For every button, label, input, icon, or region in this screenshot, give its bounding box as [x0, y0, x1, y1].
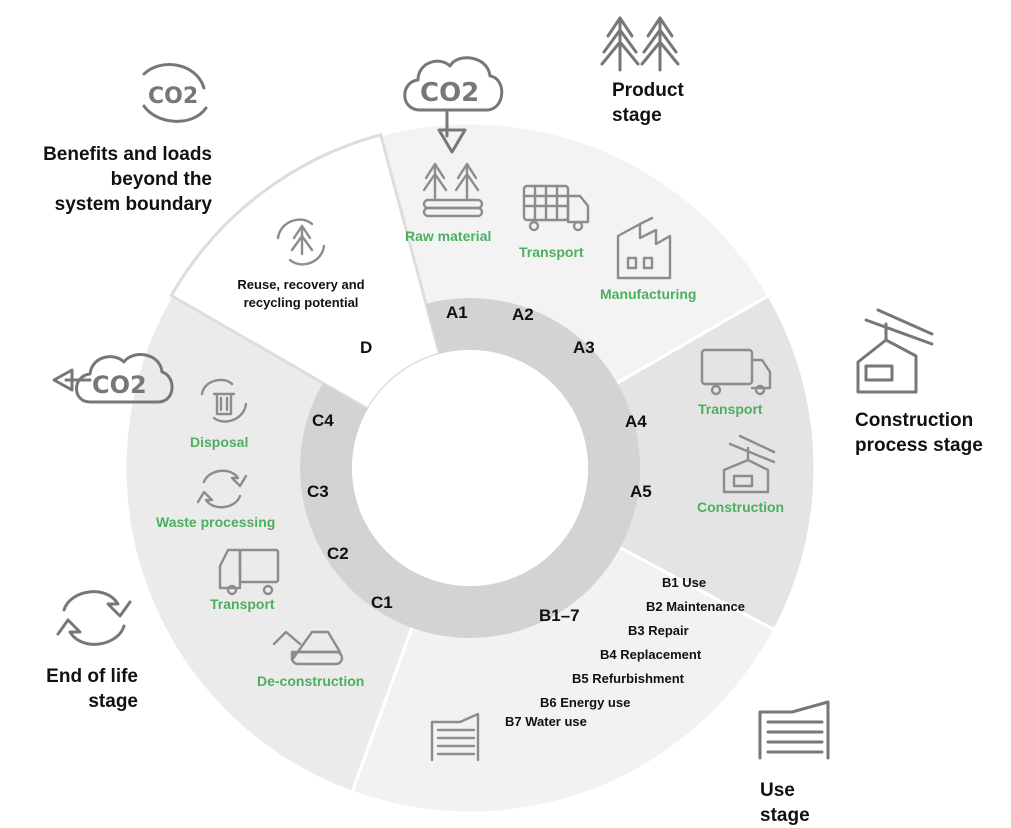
end-of-life-stage-title: End of life stage [34, 664, 138, 714]
module-b: B1–7 [539, 606, 580, 625]
use-module-b3: B3 Repair [628, 623, 689, 638]
eol-stage-line1: End of life [46, 666, 138, 687]
module-c4: C4 [312, 411, 334, 430]
use-module-b1: B1 Use [662, 575, 706, 590]
product-stage-title: Product stage [612, 78, 684, 128]
module-c2: C2 [327, 544, 349, 563]
use-module-b4: B4 Replacement [600, 647, 702, 662]
module-c3: C3 [307, 482, 329, 501]
module-a4: A4 [625, 412, 647, 431]
reuse-recovery-label: Reuse, recovery and recycling potential [212, 276, 390, 312]
co2-top-label: CO2 [420, 78, 479, 108]
label-transport-a4: Transport [698, 401, 763, 417]
product-stage-line2: stage [612, 105, 662, 126]
recycle-icon-eol [56, 590, 132, 646]
crane-icon-a5 [722, 434, 776, 494]
module-c1: C1 [371, 593, 393, 612]
module-a5: A5 [630, 482, 652, 501]
forest-icon [600, 16, 680, 72]
trash-icon [200, 378, 248, 423]
crane-icon-construction [856, 308, 934, 394]
label-construction: Construction [697, 499, 784, 515]
center-hole [352, 350, 588, 586]
truck-icon-c2 [218, 548, 280, 596]
excavator-icon [272, 630, 344, 666]
construction-stage-title: Construction process stage [855, 408, 983, 458]
use-module-b5: B5 Refurbishment [572, 671, 685, 686]
co2-cloud-icon-top: CO2 [403, 56, 504, 154]
truck-icon-a4 [700, 348, 772, 396]
module-a2: A2 [512, 305, 534, 324]
label-de-construction: De-construction [257, 673, 364, 689]
co2-cloud-icon-left: CO2 [52, 353, 174, 404]
label-disposal: Disposal [190, 434, 248, 450]
co2-beyond-label: CO2 [148, 84, 198, 109]
reuse-line1: Reuse, recovery and [237, 277, 365, 292]
label-manufacturing: Manufacturing [600, 286, 696, 302]
use-module-b2: B2 Maintenance [646, 599, 745, 614]
eol-stage-line2: stage [88, 691, 138, 712]
inner-ring-band [300, 298, 640, 638]
use-stage-line1: Use [760, 780, 795, 801]
construction-stage-line1: Construction [855, 410, 974, 431]
label-transport-c2: Transport [210, 596, 275, 612]
raw-material-icon [422, 162, 484, 218]
label-transport-a2: Transport [519, 244, 584, 260]
beyond-line3: system boundary [54, 194, 212, 215]
use-stage-line2: stage [760, 805, 810, 826]
beyond-line1: Benefits and loads [43, 144, 212, 165]
building-icon-use [758, 700, 830, 760]
tree-recycle-icon [276, 218, 326, 266]
construction-stage-line2: process stage [855, 435, 983, 456]
label-waste-processing: Waste processing [156, 514, 275, 530]
inner-ring [300, 298, 640, 638]
factory-icon [616, 216, 672, 280]
recycle-icon-c3 [196, 469, 248, 509]
co2-cycle-icon-beyond: CO2 [142, 63, 208, 123]
beyond-line2: beyond the [110, 169, 212, 190]
log-truck-icon [522, 184, 590, 232]
building-icon-small [430, 712, 480, 762]
module-a1: A1 [446, 303, 468, 322]
use-stage-title: Use stage [760, 778, 810, 828]
module-d: D [360, 338, 372, 357]
beyond-boundary-title: Benefits and loads beyond the system bou… [8, 142, 212, 217]
use-module-b6: B6 Energy use [540, 695, 630, 710]
module-a3: A3 [573, 338, 595, 357]
label-raw-material: Raw material [405, 228, 491, 244]
use-module-b7: B7 Water use [505, 714, 587, 729]
co2-left-label: CO2 [92, 371, 147, 399]
product-stage-line1: Product [612, 80, 684, 101]
reuse-line2: recycling potential [243, 295, 359, 310]
